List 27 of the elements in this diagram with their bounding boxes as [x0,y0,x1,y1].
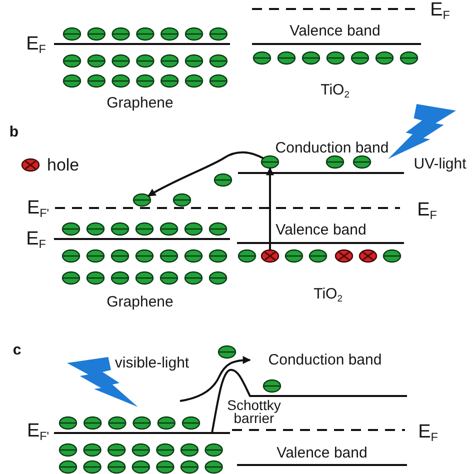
fermi-level-label: E$_{F'}$ [26,420,50,442]
band-label: Conduction band [268,352,382,368]
fermi-level-label: E$_{F}$ [418,422,438,442]
band-label: Valence band [290,22,380,40]
material-label: TiO$_{2}$ [314,286,342,302]
barrier-label: Schottky barrier [226,399,282,425]
fermi-level-label: E$_{F}$ [417,200,437,220]
fermi-level-label: E$_{F'}$ [26,198,50,218]
panel-letter: c [12,342,22,358]
fermi-level-label: E$_{F}$ [26,228,46,250]
hole-icon [260,249,280,263]
arrow [266,167,274,250]
panel-letter: b [9,124,19,140]
material-label: Graphene [106,294,174,310]
fermi-level-label: E$_{F}$ [26,34,46,54]
light-label: UV-light [414,156,466,172]
electron-icon [260,155,280,169]
light-label: visible-light [114,354,190,372]
fermi-level-label: E$_{F}$ [430,0,450,20]
curved-arrow [148,151,264,197]
band-label: Valence band [276,444,368,462]
electron-icon [132,193,152,207]
legend-label: hole [47,156,80,174]
material-label: Graphene [106,94,174,112]
band-label: Conduction band [275,140,389,156]
material-label: TiO$_{2}$ [320,82,350,98]
band-label: Valence band [276,222,366,238]
